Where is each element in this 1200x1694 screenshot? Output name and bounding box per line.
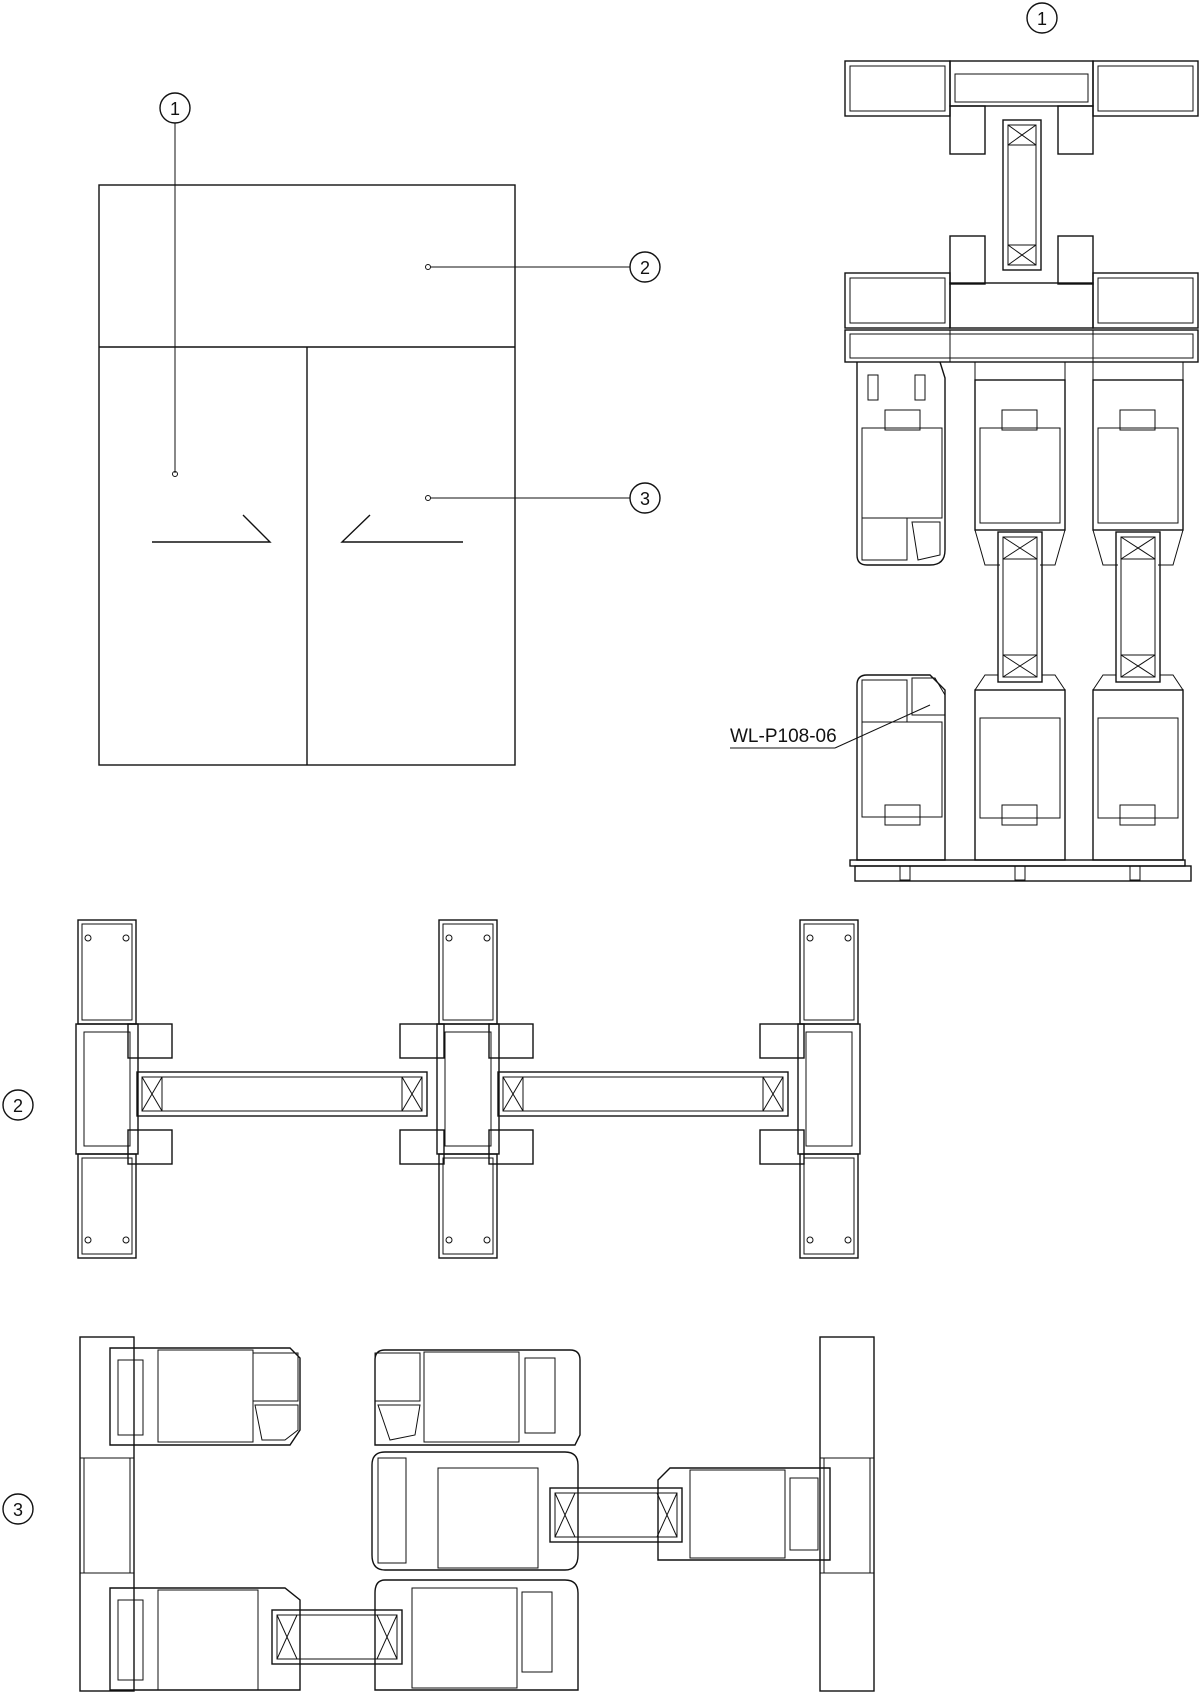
svg-text:3: 3: [13, 1500, 23, 1520]
callout-2: 2: [425, 251, 661, 283]
svg-text:2: 2: [640, 258, 650, 278]
right-leaf-opening-symbol: [340, 514, 463, 543]
section-3-marker: 3: [2, 1493, 34, 1525]
part-label-leader: WL-P108-06: [730, 704, 931, 749]
section-1-vertical: 1: [730, 2, 1199, 882]
svg-text:2: 2: [13, 1096, 23, 1116]
section-3-horizontal: 3: [2, 1336, 875, 1692]
left-leaf-opening-symbol: [152, 514, 272, 543]
section-1-marker: 1: [1026, 2, 1058, 34]
callout-1: 1: [159, 92, 191, 477]
section-2-marker: 2: [2, 1089, 34, 1121]
front-elevation: 1 2 3: [98, 92, 661, 766]
section-2-horizontal: 2: [2, 919, 861, 1259]
svg-text:1: 1: [1037, 9, 1047, 29]
svg-text:3: 3: [640, 489, 650, 509]
svg-text:1: 1: [170, 99, 180, 119]
svg-text:WL-P108-06: WL-P108-06: [730, 726, 837, 747]
callout-3: 3: [425, 482, 661, 514]
